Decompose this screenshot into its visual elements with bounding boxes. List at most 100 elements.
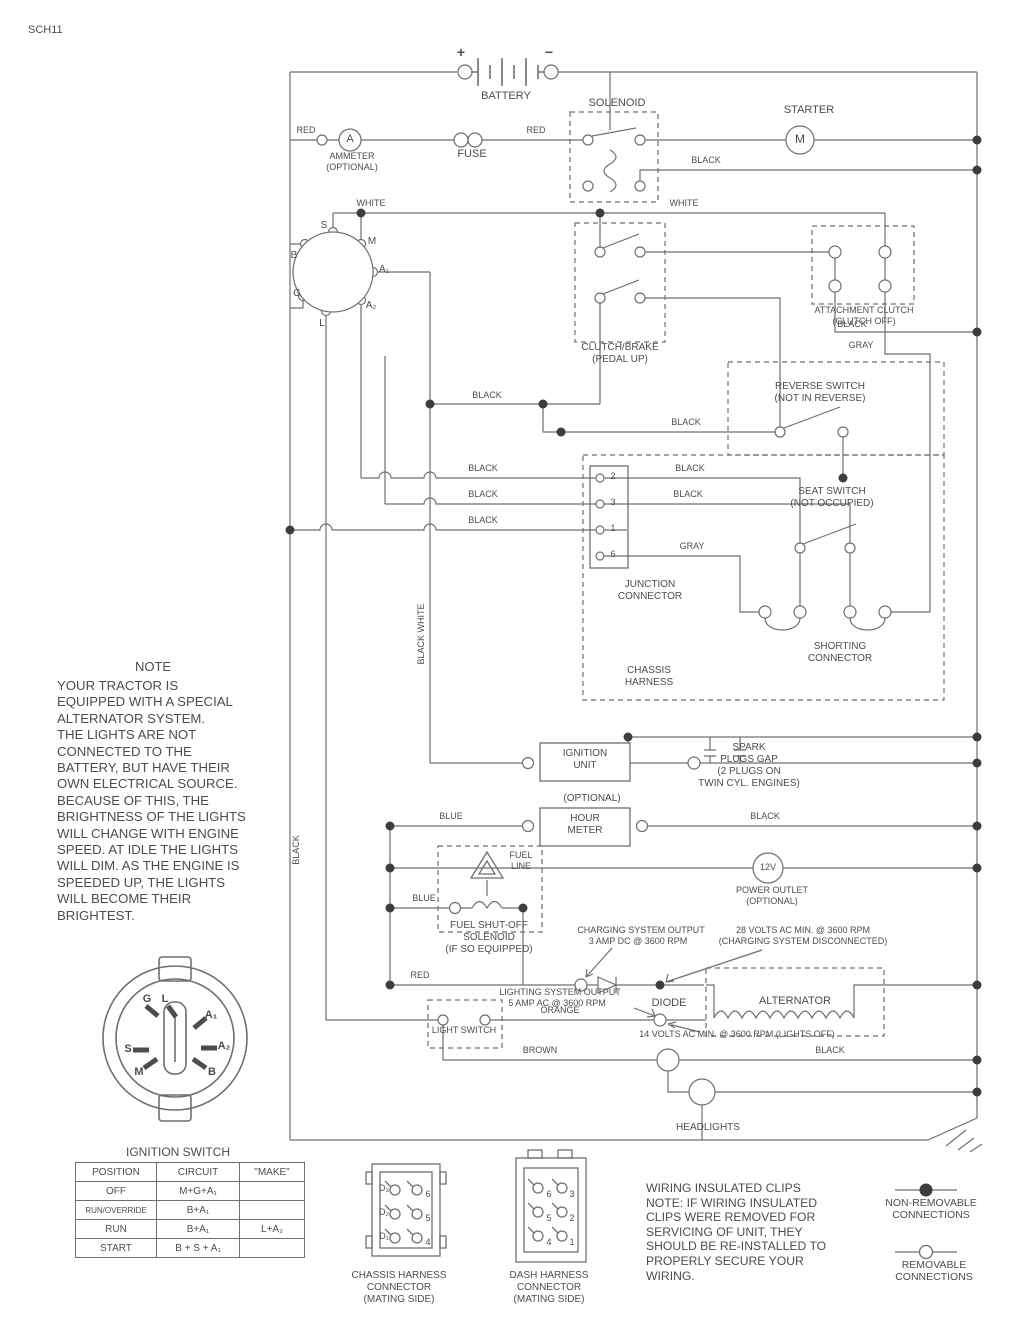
spark-plugs-label3: (2 PLUGS ON [717,766,781,777]
wire-label-gray: GRAY [848,340,874,350]
legend-non-removable2: CONNECTIONS [892,1209,970,1221]
fuel-line-box [437,845,543,933]
chassis-pin-6: 6 [425,1189,431,1199]
key-switch-figure [102,956,248,1122]
spark-plugs-label1: SPARK [732,742,766,753]
wire-label-red: RED [526,125,546,135]
dash-pin-2: 2 [569,1213,575,1223]
fuse-label: FUSE [457,148,487,160]
wire-label-white: WHITE [669,198,699,208]
battery-label: BATTERY [481,90,531,102]
dash-pin-6: 6 [546,1189,552,1199]
chassis-connector-caption2: CONNECTOR [366,1282,432,1293]
wire-label-black: BLACK [472,390,502,400]
wire-label-blue: BLUE [412,893,436,903]
clutch-brake-sub: (PEDAL UP) [592,354,648,365]
hour-meter-box [539,807,631,847]
ignition-terminal-l: L [319,318,325,329]
non-removable-symbol [919,1183,933,1197]
light-switch-label: LIGHT SWITCH [431,1025,497,1035]
chassis-pin-5: 5 [425,1213,431,1223]
ignition-switch-schematic [292,231,374,313]
fuel-line-label: FUEL [509,850,533,860]
fuel-solenoid-label1: FUEL SHUT-OFF [450,920,528,931]
solenoid-label: SOLENOID [588,97,646,109]
alternator-label: ALTERNATOR [758,995,832,1007]
charging-disconnected-label2: (CHARGING SYSTEM DISCONNECTED) [718,936,888,946]
junction-pin-6: 6 [610,549,616,559]
legend-non-removable1: NON-REMOVABLE [885,1197,977,1209]
ignition-switch-title: IGNITION SWITCH [126,1145,230,1159]
charging-output-label2: 3 AMP DC @ 3600 RPM [588,936,688,946]
key-terminal-g: G [142,993,152,1005]
junction-pin-1: 1 [610,523,616,533]
ammeter-optional-label: (OPTIONAL) [326,162,378,172]
fuel-solenoid-label3: (IF SO EQUIPPED) [445,944,533,955]
chassis-connector-caption3: (MATING SIDE) [363,1294,435,1305]
fuse-symbol [453,132,469,148]
wire-label-orange: ORANGE [540,1005,580,1015]
spark-plugs-label4: TWIN CYL. ENGINES) [698,778,800,789]
lights-off-note: 14 VOLTS AC MIN. @ 3600 RPM (LIGHTS OFF) [639,1029,835,1039]
wire-label-black: BLACK [673,489,703,499]
headlight-symbol [656,1048,680,1072]
chassis-harness-label2: HARNESS [624,677,674,688]
ignition-terminal-g: G [293,288,301,299]
note-body: YOUR TRACTOR IS EQUIPPED WITH A SPECIAL … [57,678,246,923]
key-switch-terminal-marks [133,1004,217,1071]
ignition-unit-box [539,742,631,782]
wire-label-brown: BROWN [522,1045,558,1055]
attachment-clutch-box [811,225,915,305]
headlight-symbol-2 [688,1078,716,1106]
key-terminal-a2: A₂ [217,1040,231,1052]
power-outlet-symbol [752,852,784,884]
sheet-id: SCH11 [28,24,63,36]
starter-m-symbol: M [795,132,805,146]
ignition-switch-table: POSITION CIRCUIT "MAKE" OFF M+G+A₁ RUN/O… [75,1162,305,1258]
table-header-position: POSITION [75,1162,157,1182]
ignition-terminal-m: M [367,236,377,247]
wire-label-black: BLACK [837,319,867,329]
hour-meter-optional: (OPTIONAL) [563,793,621,804]
wire-label-black: BLACK [468,489,498,499]
wire-label-black: BLACK [815,1045,845,1055]
chassis-harness-box [582,454,945,701]
wire-label-black: BLACK [468,515,498,525]
junction-connector-label: JUNCTION [624,579,676,590]
power-outlet-optional: (OPTIONAL) [746,896,798,906]
chassis-harness-label: CHASSIS [627,665,671,676]
solid-boxes [539,465,631,847]
ammeter-label: AMMETER [329,151,375,161]
ignition-terminal-s: S [320,220,328,231]
fuel-solenoid-symbol [469,850,505,879]
wire-label-black-vertical: BLACK [291,835,302,865]
ignition-unit-label: IGNITION [562,748,608,759]
ammeter-a-symbol: A [346,133,354,145]
removable-symbol [918,1244,934,1260]
wire-label-red: RED [410,970,430,980]
table-row: START B + S + A₁ [75,1238,305,1258]
solenoid-box [569,111,659,203]
lighting-output-label2: 5 AMP AC @ 3600 RPM [508,998,606,1008]
wire-label-white: WHITE [356,198,386,208]
wire-label-red: RED [296,125,316,135]
clutch-brake-label: CLUTCH/BRAKE [581,342,659,353]
wire-label-gray: GRAY [679,541,705,551]
power-outlet-12v: 12V [759,862,777,872]
alternator-box [705,967,885,1037]
wire-label-black-white-vertical: BLACK WHITE [416,603,427,665]
table-header-make: "MAKE" [239,1162,305,1182]
non-removable-connection-dots [285,135,982,1097]
battery-symbol [472,58,544,86]
dash-pin-3: 3 [569,1189,575,1199]
junction-pin-2: 2 [610,471,616,481]
chassis-connector-figure [365,1163,447,1257]
shorting-connector-label2: CONNECTOR [807,653,873,664]
charging-output-label1: CHARGING SYSTEM OUTPUT [577,925,705,935]
wire-label-blue: BLUE [439,811,463,821]
starter-symbol [785,125,815,155]
ignition-unit-label2: UNIT [573,760,597,771]
dash-pin-1: 1 [569,1237,575,1247]
fuel-solenoid-label2: SOLENOID [463,932,515,943]
